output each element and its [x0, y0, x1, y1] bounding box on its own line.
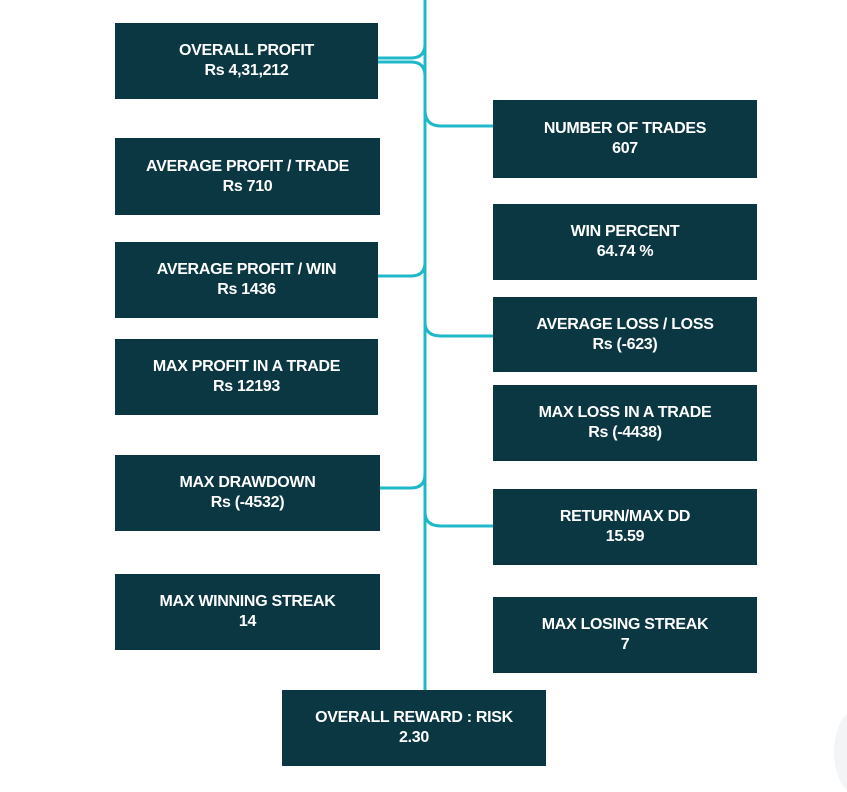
overall-reward-risk-label: OVERALL REWARD : RISK	[315, 709, 513, 726]
max-losing-streak-value: 7	[620, 636, 630, 653]
max-loss-trade-label: MAX LOSS IN A TRADE	[538, 404, 712, 421]
overall-profit-box: OVERALL PROFIT Rs 4,31,212	[115, 23, 378, 99]
win-percent-box: WIN PERCENT 64.74 %	[493, 204, 757, 280]
number-of-trades-value: 607	[612, 140, 638, 157]
number-of-trades-box: NUMBER OF TRADES 607	[493, 100, 757, 178]
overall-profit-value: Rs 4,31,212	[204, 62, 289, 79]
overall-profit-label: OVERALL PROFIT	[178, 42, 315, 59]
max-loss-trade-box: MAX LOSS IN A TRADE Rs (-4438)	[493, 385, 757, 461]
max-losing-streak-box: MAX LOSING STREAK 7	[493, 597, 757, 673]
average-profit-win-box: AVERAGE PROFIT / WIN Rs 1436	[115, 242, 378, 318]
branch-top-left	[376, 0, 427, 60]
max-profit-trade-box: MAX PROFIT IN A TRADE Rs 12193	[115, 339, 378, 415]
max-loss-trade-value: Rs (-4438)	[588, 424, 662, 441]
average-loss-loss-label: AVERAGE LOSS / LOSS	[536, 315, 714, 333]
return-max-dd-box: RETURN/MAX DD 15.59	[493, 489, 757, 565]
branch-number-of-trades	[423, 108, 495, 128]
average-profit-win-label: AVERAGE PROFIT / WIN	[156, 261, 337, 278]
return-max-dd-label: RETURN/MAX DD	[559, 508, 691, 525]
max-winning-streak-box: MAX WINNING STREAK 14	[115, 574, 380, 650]
average-loss-loss-value: Rs (-623)	[592, 335, 658, 353]
win-percent-value: 64.74 %	[596, 243, 654, 260]
corner-decoration	[834, 712, 847, 792]
average-profit-win-value: Rs 1436	[217, 281, 276, 298]
max-profit-trade-value: Rs 12193	[213, 378, 280, 395]
max-drawdown-box: MAX DRAWDOWN Rs (-4532)	[115, 455, 380, 531]
average-loss-loss-box: AVERAGE LOSS / LOSS Rs (-623)	[493, 297, 757, 372]
overall-reward-risk-value: 2.30	[399, 729, 429, 746]
average-profit-trade-box: AVERAGE PROFIT / TRADE Rs 710	[115, 138, 380, 215]
average-profit-trade-label: AVERAGE PROFIT / TRADE	[146, 157, 349, 175]
branch-max-drawdown	[376, 472, 427, 490]
branch-avg-loss-loss	[423, 320, 495, 338]
max-drawdown-label: MAX DRAWDOWN	[179, 474, 316, 491]
number-of-trades-label: NUMBER OF TRADES	[543, 120, 707, 137]
return-max-dd-value: 15.59	[605, 528, 645, 545]
win-percent-label: WIN PERCENT	[570, 223, 680, 240]
max-losing-streak-label: MAX LOSING STREAK	[541, 616, 709, 633]
branch-overall-profit	[376, 60, 427, 78]
overall-reward-risk-box: OVERALL REWARD : RISK 2.30	[282, 690, 546, 766]
max-drawdown-value: Rs (-4532)	[210, 494, 285, 511]
max-profit-trade-label: MAX PROFIT IN A TRADE	[152, 358, 341, 375]
max-winning-streak-label: MAX WINNING STREAK	[159, 593, 336, 610]
branch-return-max-dd	[423, 510, 495, 528]
branch-avg-profit-win	[376, 260, 427, 278]
max-winning-streak-value: 14	[238, 613, 257, 630]
average-profit-trade-value: Rs 710	[222, 177, 273, 195]
